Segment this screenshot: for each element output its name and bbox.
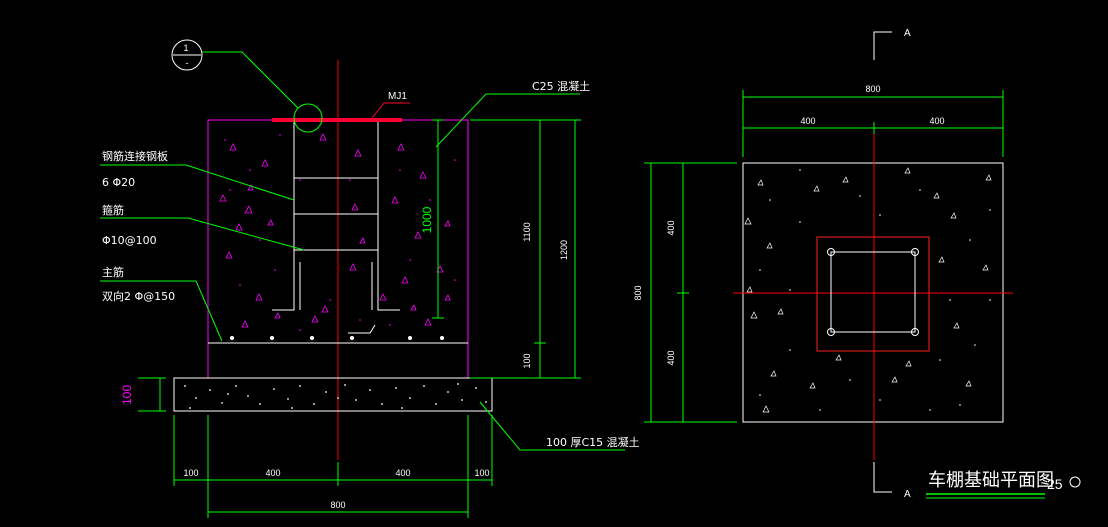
stirrup-label: 箍筋	[102, 203, 124, 217]
scale-symbol-icon	[1069, 476, 1081, 488]
section-mark-bottom	[873, 462, 892, 493]
plate-label: 钢筋连接钢板	[102, 149, 168, 163]
section-horizontal-dims	[173, 415, 493, 518]
dim-1200: 1200	[559, 240, 569, 260]
detail-circle	[293, 103, 323, 133]
c15-label: 100 厚C15 混凝土	[546, 435, 640, 449]
detail-leader	[202, 51, 299, 109]
note-leaders	[100, 93, 625, 451]
section-vertical-dims	[138, 119, 581, 412]
plan-top-dims	[742, 90, 1004, 157]
concrete-hatch	[219, 133, 451, 328]
main-spec: 双向2 Φ@150	[102, 289, 175, 303]
plan-view: A A	[633, 28, 1081, 500]
plate-spec: 6 Φ20	[102, 176, 135, 189]
plan-anchor-bolts	[827, 248, 919, 336]
dim-100b: 100	[120, 385, 134, 405]
drawing-scale: 25	[1047, 476, 1063, 492]
stirrup-spec: Φ10@100	[102, 234, 157, 247]
dim-w100l: 100	[183, 468, 198, 478]
dim-w100r: 100	[474, 468, 489, 478]
plan-dim-w800: 800	[865, 84, 880, 94]
plan-dots	[759, 169, 991, 411]
dim-1100: 1100	[522, 222, 532, 241]
section-mark-top	[873, 31, 892, 60]
plan-dim-h400t: 400	[666, 220, 676, 235]
dim-w400l: 400	[265, 468, 280, 478]
plan-pedestal	[816, 236, 930, 352]
dim-1000: 1000	[420, 206, 434, 233]
plan-left-dims	[644, 162, 737, 423]
dim-100a: 100	[522, 353, 532, 368]
section-view: MJ1 1 - 钢筋连接钢板	[100, 39, 640, 518]
drawing-title: 车棚基础平面图	[928, 470, 1054, 491]
dim-w800: 800	[330, 500, 345, 510]
main-label: 主筋	[102, 265, 124, 279]
bottom-bars	[230, 336, 444, 340]
detail-bubble-bottom: -	[186, 58, 189, 68]
concrete-dots	[224, 134, 456, 331]
mj-leader	[371, 102, 385, 119]
plan-dim-h800: 800	[633, 285, 643, 300]
rebar-cage	[272, 120, 400, 334]
c25-label: C25 混凝土	[532, 79, 590, 93]
plan-rebar-square	[830, 251, 916, 333]
plan-hatch	[744, 167, 992, 413]
dim-w400r: 400	[395, 468, 410, 478]
plan-dim-w400r: 400	[929, 116, 944, 126]
plan-dim-w400l: 400	[800, 116, 815, 126]
c15-hatch	[184, 383, 487, 409]
section-mark-top-label: A	[904, 28, 911, 39]
detail-bubble-top: 1	[183, 43, 188, 53]
detail-bubble	[171, 39, 203, 71]
c15-cushion	[173, 377, 493, 412]
section-mark-bottom-label: A	[904, 489, 911, 500]
plan-dim-h400b: 400	[666, 350, 676, 365]
mj-label: MJ1	[388, 91, 407, 102]
